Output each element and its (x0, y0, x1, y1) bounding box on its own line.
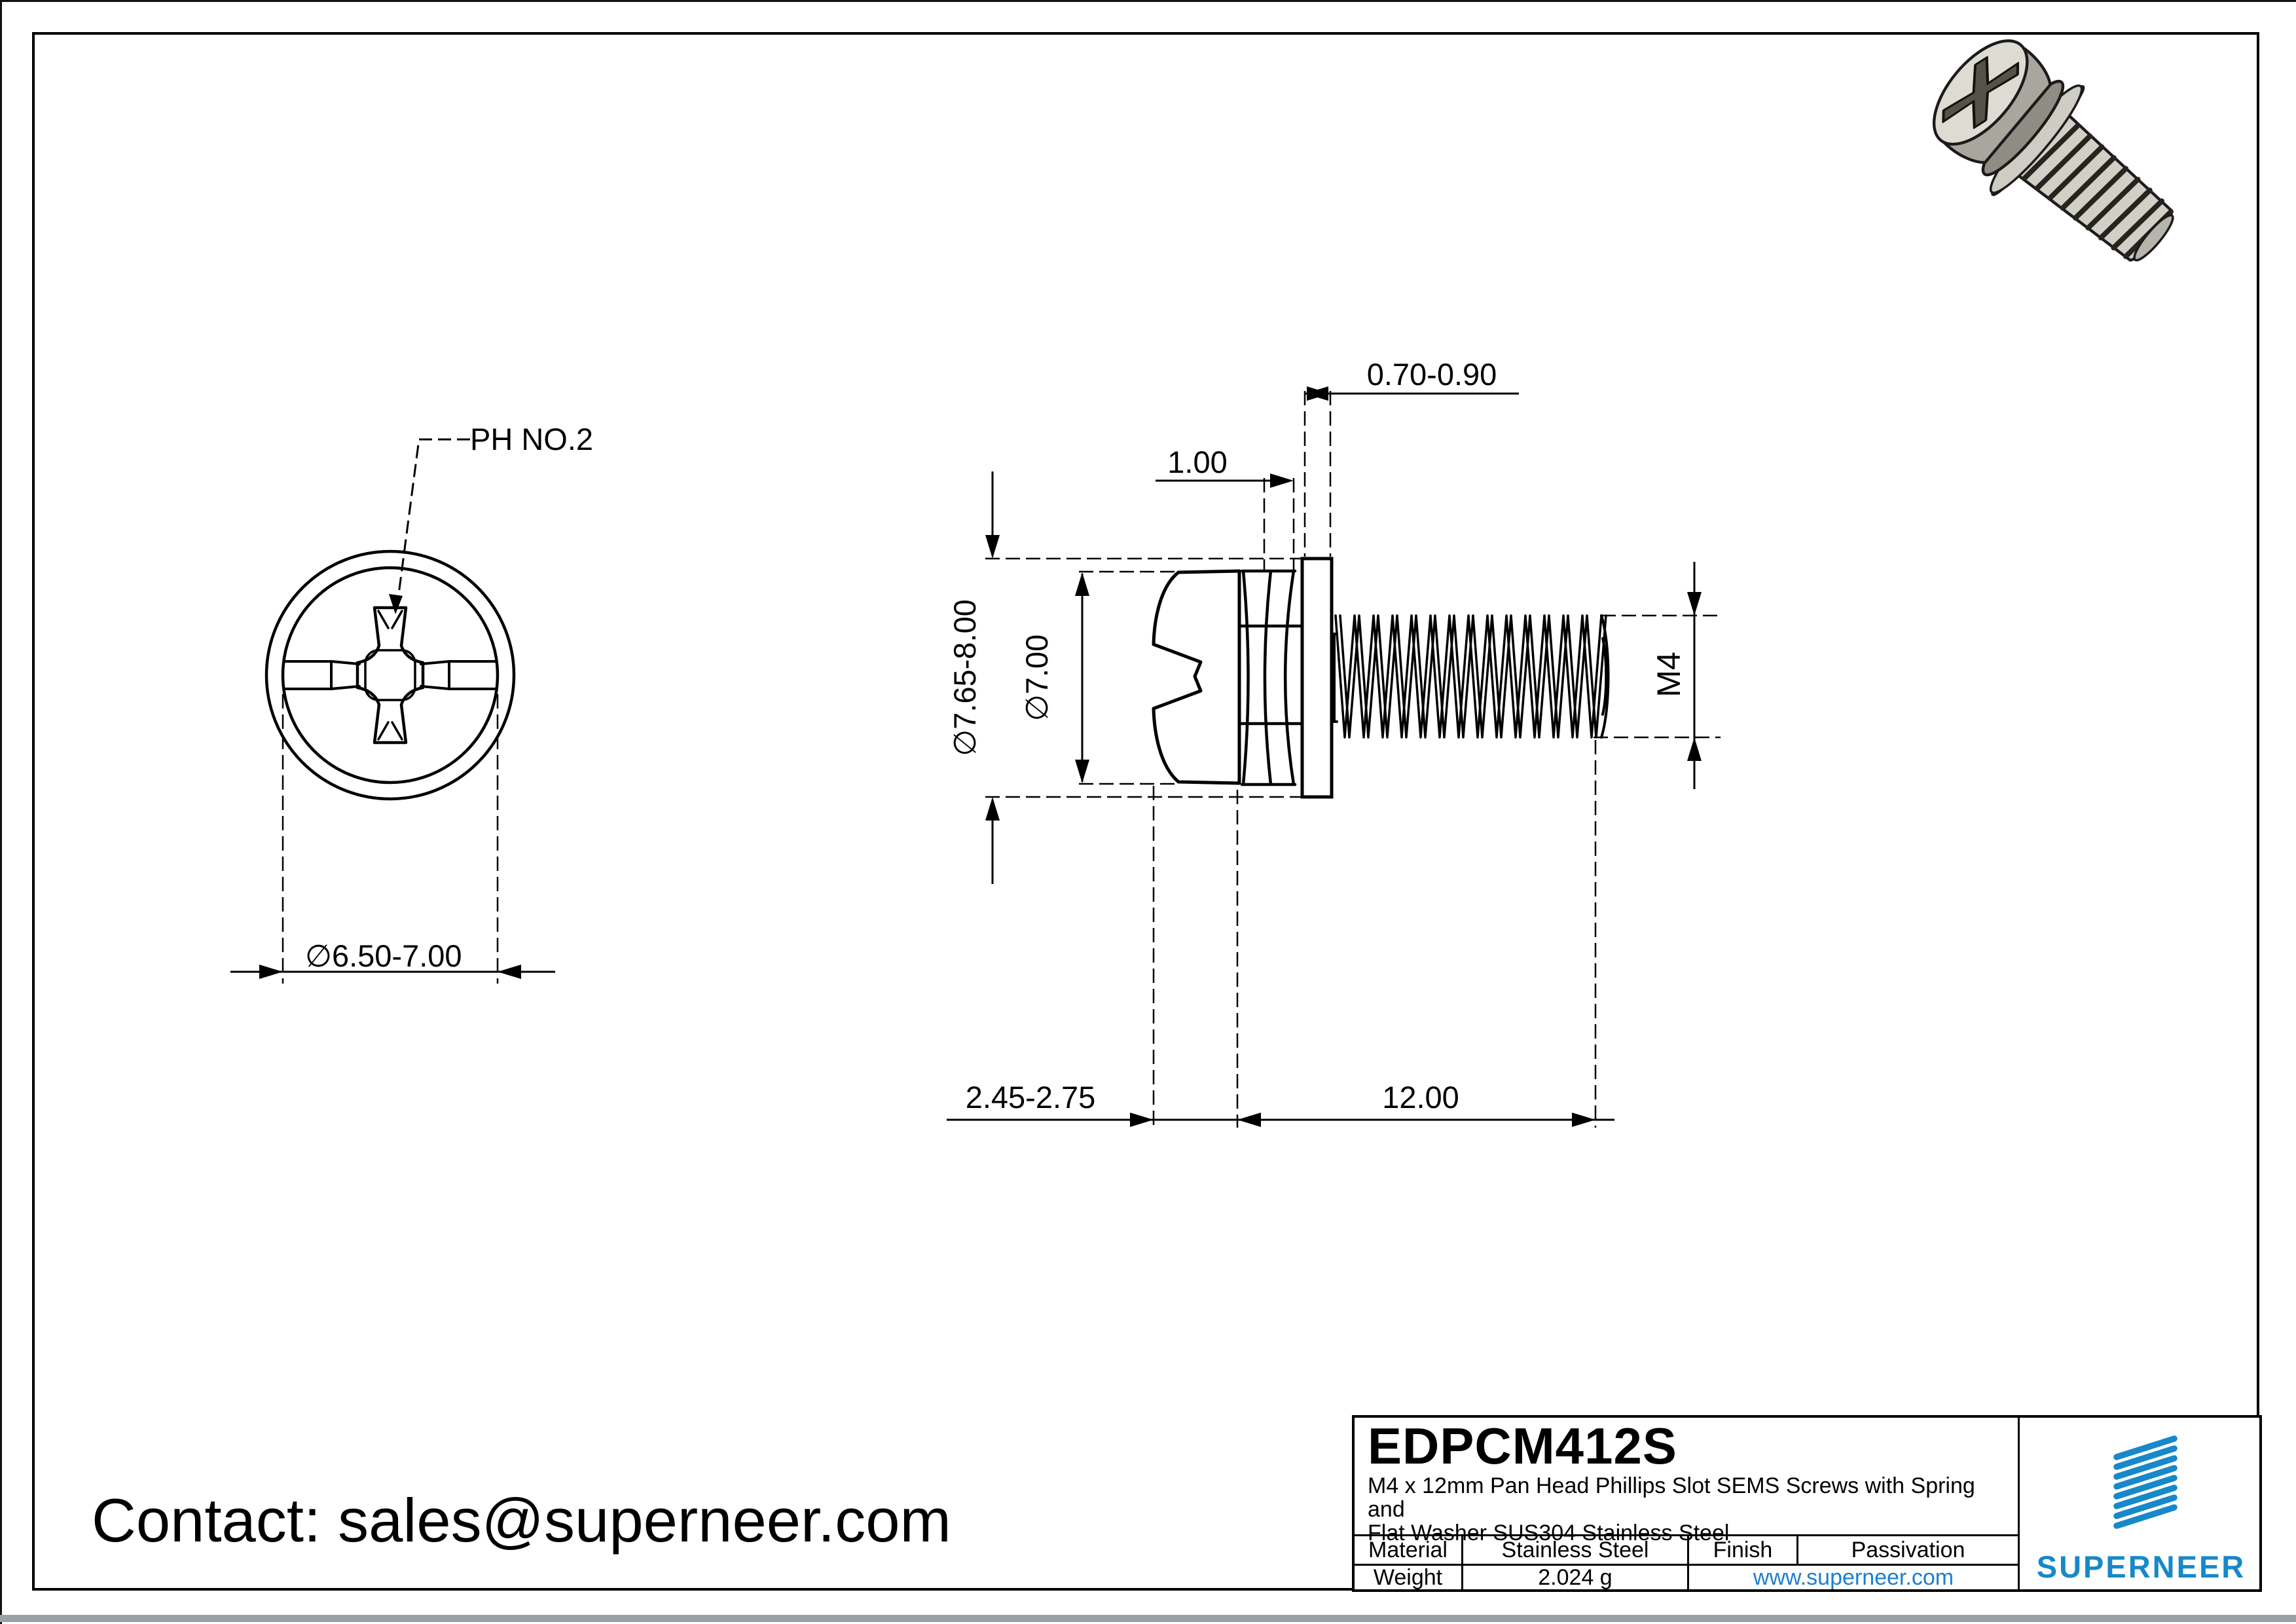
render-tip (2133, 213, 2174, 262)
weight-label: Weight (1355, 1565, 1463, 1590)
dim-head-od: ∅7.00 (1019, 572, 1089, 783)
brand-logo: SUPERNEER (2020, 1418, 2263, 1589)
construction-lines (985, 391, 1721, 1128)
slot-lines (283, 660, 498, 690)
page-edge-left (0, 0, 2, 1624)
dim-flat-washer-thickness: 0.70-0.90 (1305, 357, 1519, 401)
dim-text-flat-washer-thickness: 0.70-0.90 (1367, 357, 1497, 392)
thread-profile (1334, 614, 1603, 739)
dim-flat-washer-od: ∅7.65-8.00 (947, 471, 1000, 884)
pan-head-profile (1152, 569, 1241, 785)
part-number: EDPCM412S (1368, 1417, 1677, 1475)
title-block-info: EDPCM412S M4 x 12mm Pan Head Phillips Sl… (1355, 1417, 2020, 1590)
phillips-cross (355, 606, 425, 745)
dim-spring-washer-thickness: 1.00 (1156, 445, 1294, 488)
render-phillips-recess (1942, 56, 2020, 129)
contact-line: Contact: sales@superneer.com (92, 1486, 951, 1555)
brand-name: SUPERNEER (2036, 1549, 2246, 1584)
material-finish-row: Material Stainless Steel Finish Passivat… (1355, 1534, 2018, 1564)
part-description-line2: Flat Washer SUS304 Stainless Steel (1368, 1521, 1730, 1545)
phillips-inner-contour (364, 649, 416, 701)
dim-text-head-diameter: ∅6.50-7.00 (305, 938, 462, 973)
flat-washer-profile (1300, 557, 1334, 799)
dim-text-flat-washer-od: ∅7.65-8.00 (947, 599, 982, 756)
page-edge-bottom (0, 1615, 2296, 1622)
material-label: Material (1355, 1536, 1463, 1564)
page-edge-top (0, 0, 2296, 2)
recess-callout: PH NO.2 (389, 422, 593, 614)
dim-text-head-height: 2.45-2.75 (966, 1080, 1096, 1115)
render-thread-bands (2022, 123, 2174, 259)
front-view (264, 549, 516, 801)
part-description: M4 x 12mm Pan Head Phillips Slot SEMS Sc… (1368, 1474, 2006, 1545)
thread-end (1600, 614, 1610, 739)
spring-washer-profile (1237, 569, 1304, 786)
screw-3d-render (1932, 39, 2174, 262)
sheet-border-frame (32, 32, 2259, 1591)
head-inner-circle (281, 566, 500, 784)
side-view-dimensions: 0.70-0.90 1.00 ∅7.65-8.00 ∅7. (947, 357, 1721, 1128)
dim-thread-spec: M4 (1650, 562, 1702, 789)
leader-arrowhead (389, 594, 403, 614)
weight-value: 2.024 g (1463, 1565, 1689, 1590)
dim-text-thread-length: 12.00 (1382, 1080, 1459, 1115)
website-link[interactable]: www.superneer.com (1753, 1564, 1954, 1590)
finish-value: Passivation (1851, 1537, 1965, 1562)
recess-label: PH NO.2 (470, 422, 593, 456)
title-block: EDPCM412S M4 x 12mm Pan Head Phillips Sl… (1352, 1415, 2262, 1592)
dim-text-spring-washer-thickness: 1.00 (1167, 445, 1227, 479)
side-view (1152, 557, 1610, 799)
weight-row: Weight 2.024 g www.superneer.com (1355, 1564, 2018, 1590)
dim-head-diameter-top: ∅6.50-7.00 (230, 694, 555, 984)
head-outer-circle (264, 549, 516, 801)
finish-label: Finish (1689, 1536, 1798, 1564)
material-value: Stainless Steel (1463, 1536, 1689, 1564)
phillips-tip-chamfers (377, 610, 403, 741)
part-description-line1: M4 x 12mm Pan Head Phillips Slot SEMS Sc… (1368, 1473, 1975, 1522)
dim-text-thread-spec: M4 (1650, 652, 1687, 697)
dim-text-head-od: ∅7.00 (1019, 635, 1054, 721)
brand-logo-stripes-icon (2113, 1435, 2178, 1529)
dim-lengths: 2.45-2.75 12.00 (947, 1080, 1614, 1127)
